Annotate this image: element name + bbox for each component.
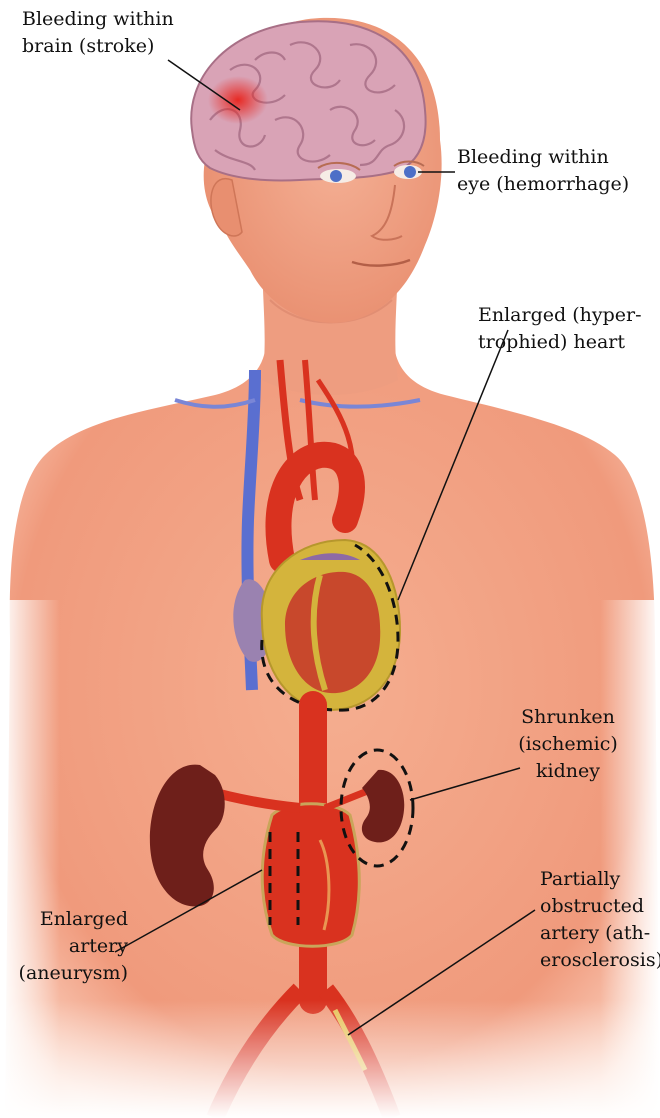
label-kidney: Shrunken (ischemic) kidney <box>518 704 618 785</box>
right-eye <box>404 166 416 178</box>
label-aneurysm-line2: artery <box>8 933 128 960</box>
left-eye <box>330 170 342 182</box>
label-aneurysm-line1: Enlarged <box>8 906 128 933</box>
label-athero: Partially obstructed artery (ath- eroscl… <box>540 866 660 974</box>
label-heart: Enlarged (hyper- trophied) heart <box>478 302 642 356</box>
label-aneurysm: Enlarged artery (aneurysm) <box>8 906 128 987</box>
label-stroke: Bleeding within brain (stroke) <box>22 6 174 60</box>
brain-bleed <box>208 76 268 124</box>
label-athero-line4: erosclerosis) <box>540 947 660 974</box>
label-eye-line2: eye (hemorrhage) <box>457 171 629 198</box>
label-athero-line2: obstructed <box>540 893 660 920</box>
label-kidney-line3: kidney <box>518 758 618 785</box>
label-kidney-line2: (ischemic) <box>518 731 618 758</box>
label-kidney-line1: Shrunken <box>518 704 618 731</box>
label-athero-line1: Partially <box>540 866 660 893</box>
label-athero-line3: artery (ath- <box>540 920 660 947</box>
label-stroke-line1: Bleeding within <box>22 6 174 33</box>
label-eye: Bleeding within eye (hemorrhage) <box>457 144 629 198</box>
aneurysm <box>262 804 359 947</box>
label-stroke-line2: brain (stroke) <box>22 33 174 60</box>
label-heart-line2: trophied) heart <box>478 329 642 356</box>
label-aneurysm-line3: (aneurysm) <box>8 960 128 987</box>
label-heart-line1: Enlarged (hyper- <box>478 302 642 329</box>
label-eye-line1: Bleeding within <box>457 144 629 171</box>
